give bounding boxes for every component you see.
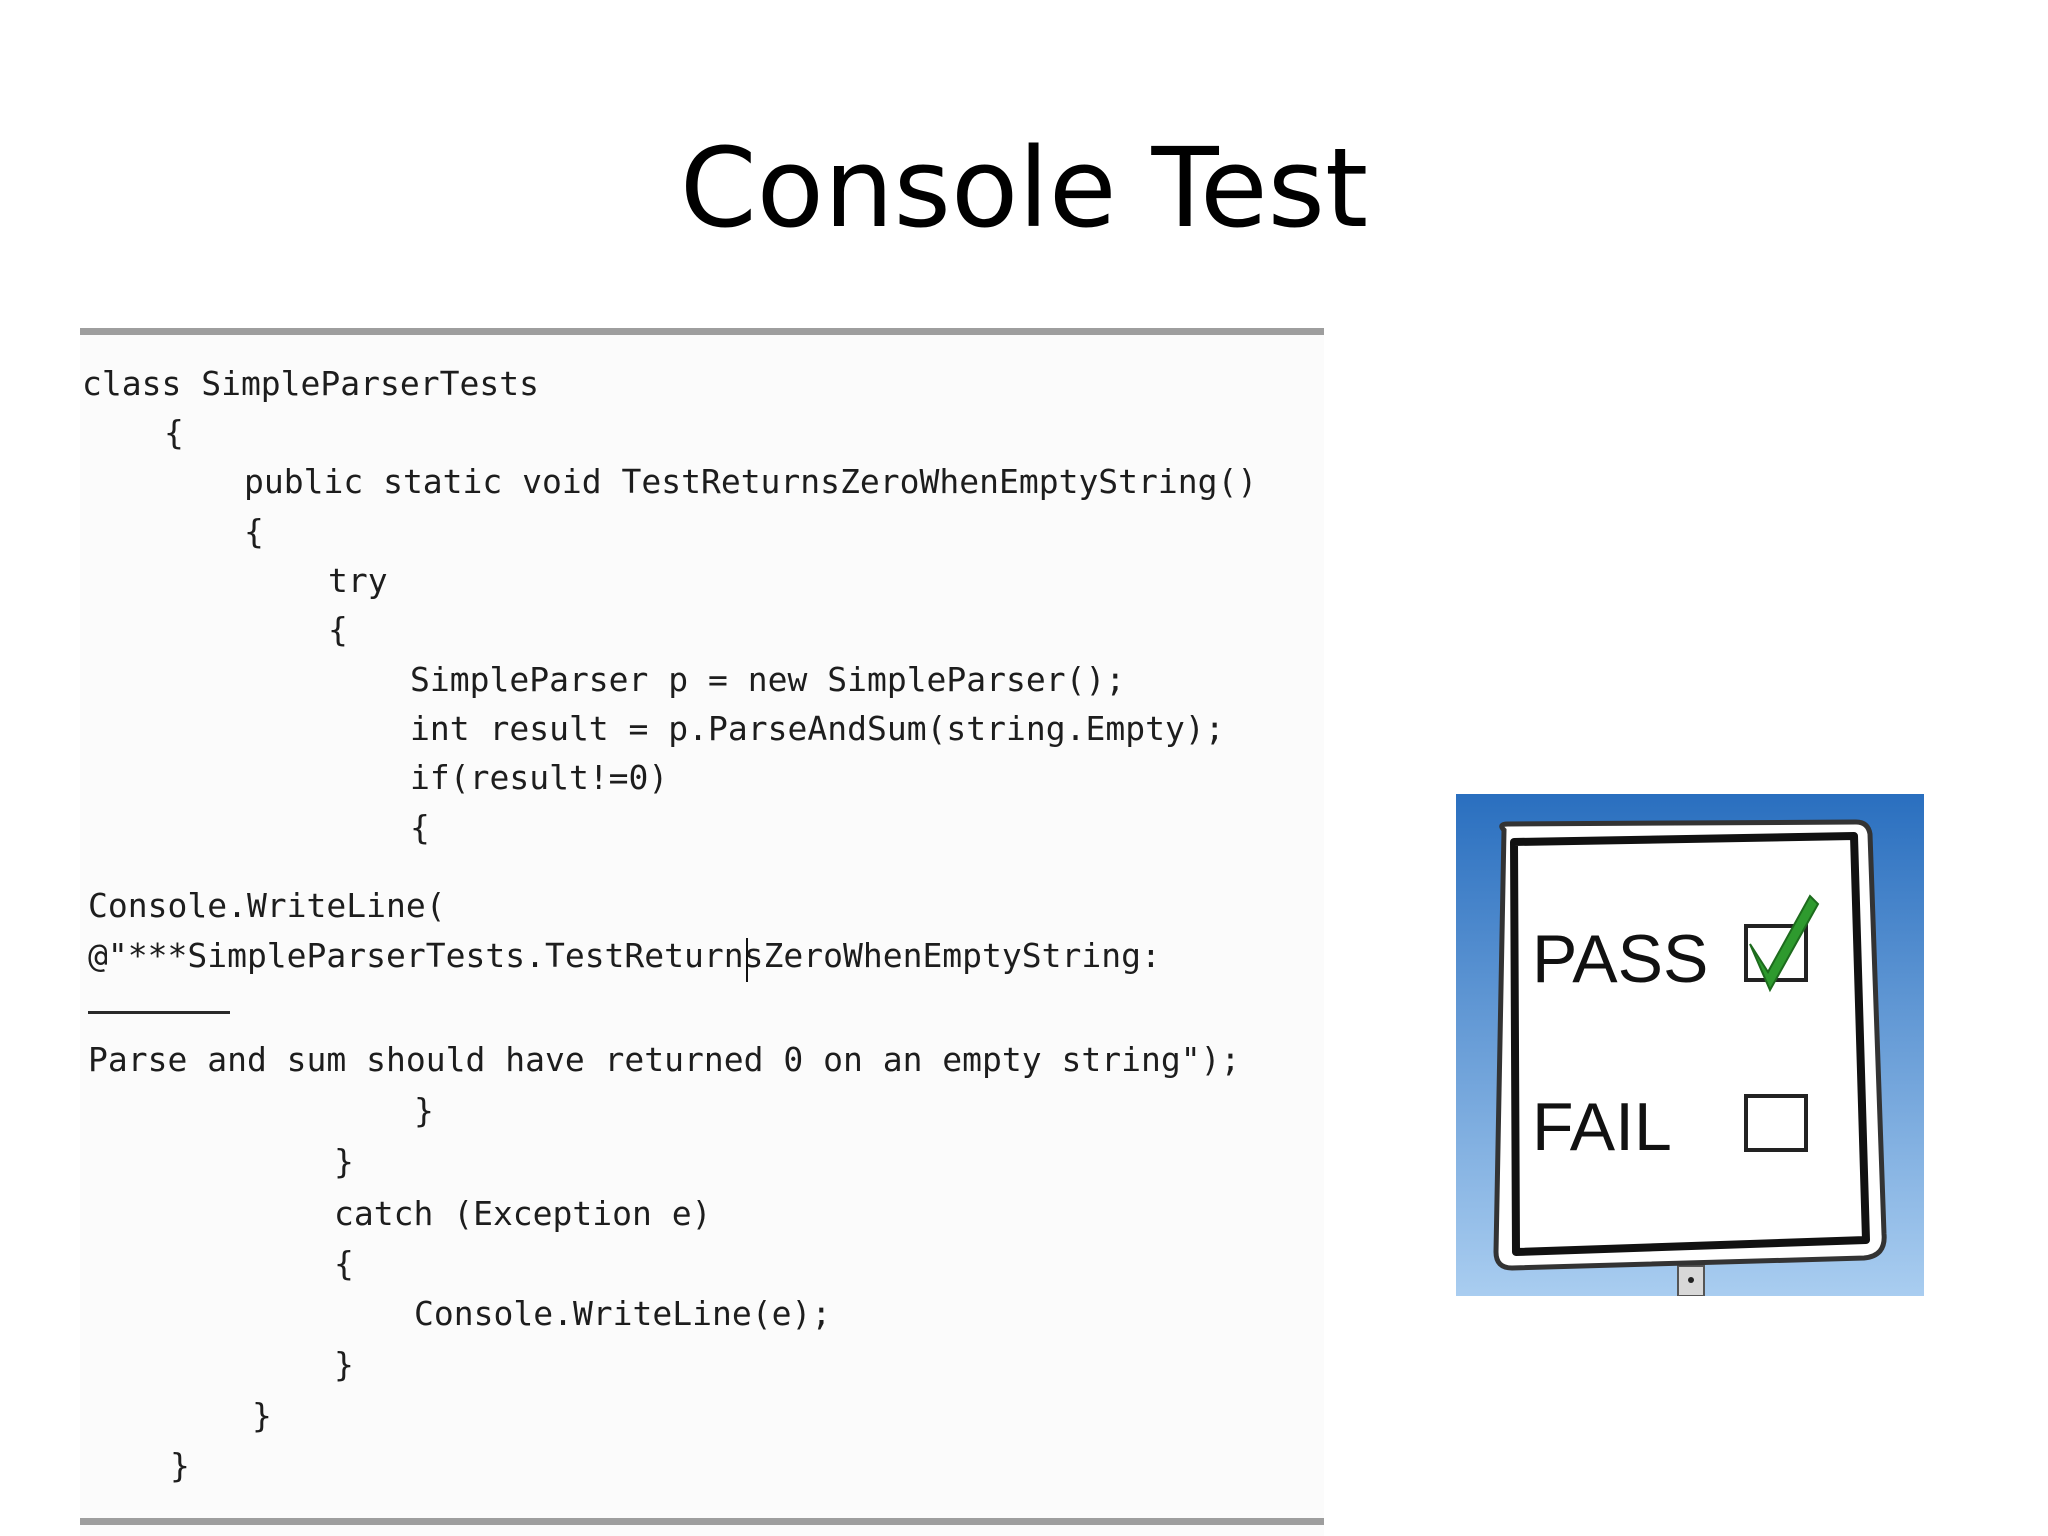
- code-line: {: [164, 413, 184, 452]
- empty-checkbox-icon: [1744, 1094, 1808, 1152]
- code-line: Parse and sum should have returned 0 on …: [88, 1040, 1241, 1079]
- code-line: Console.WriteLine(e);: [414, 1294, 832, 1333]
- checkmark-icon: [1749, 894, 1820, 993]
- code-line: try: [328, 561, 388, 600]
- code-line: SimpleParser p = new SimpleParser();: [410, 660, 1126, 699]
- code-line: int result = p.ParseAndSum(string.Empty)…: [410, 709, 1225, 748]
- bottom-rule: [80, 1518, 1324, 1525]
- code-line: {: [328, 610, 348, 649]
- code-line: if(result!=0): [410, 758, 669, 797]
- code-line: class SimpleParserTests: [82, 364, 539, 403]
- slide-title: Console Test: [679, 124, 1369, 252]
- pass-fail-sign-image: PASS FAIL: [1456, 794, 1924, 1296]
- code-line: catch (Exception e): [334, 1194, 712, 1233]
- code-line: }: [334, 1142, 354, 1181]
- code-line: @"***SimpleParserTests.TestReturnsZeroWh…: [88, 936, 1161, 975]
- code-listing: class SimpleParserTests { public static …: [80, 328, 1324, 1536]
- text-caret: [746, 938, 748, 982]
- code-line: Console.WriteLine(: [88, 886, 446, 925]
- pass-fail-sign: PASS FAIL: [1456, 794, 1924, 1296]
- code-line: }: [334, 1345, 354, 1384]
- code-line: {: [334, 1244, 354, 1283]
- code-line: }: [252, 1396, 272, 1435]
- pass-label: PASS: [1532, 921, 1708, 997]
- fail-label: FAIL: [1532, 1089, 1672, 1165]
- code-line: {: [410, 808, 430, 847]
- code-line: public static void TestReturnsZeroWhenEm…: [244, 462, 1258, 501]
- code-line: }: [414, 1091, 434, 1130]
- top-rule: [80, 328, 1324, 335]
- code-line: }: [170, 1446, 190, 1485]
- code-line: {: [244, 512, 264, 551]
- separator-dashes: [88, 1011, 230, 1014]
